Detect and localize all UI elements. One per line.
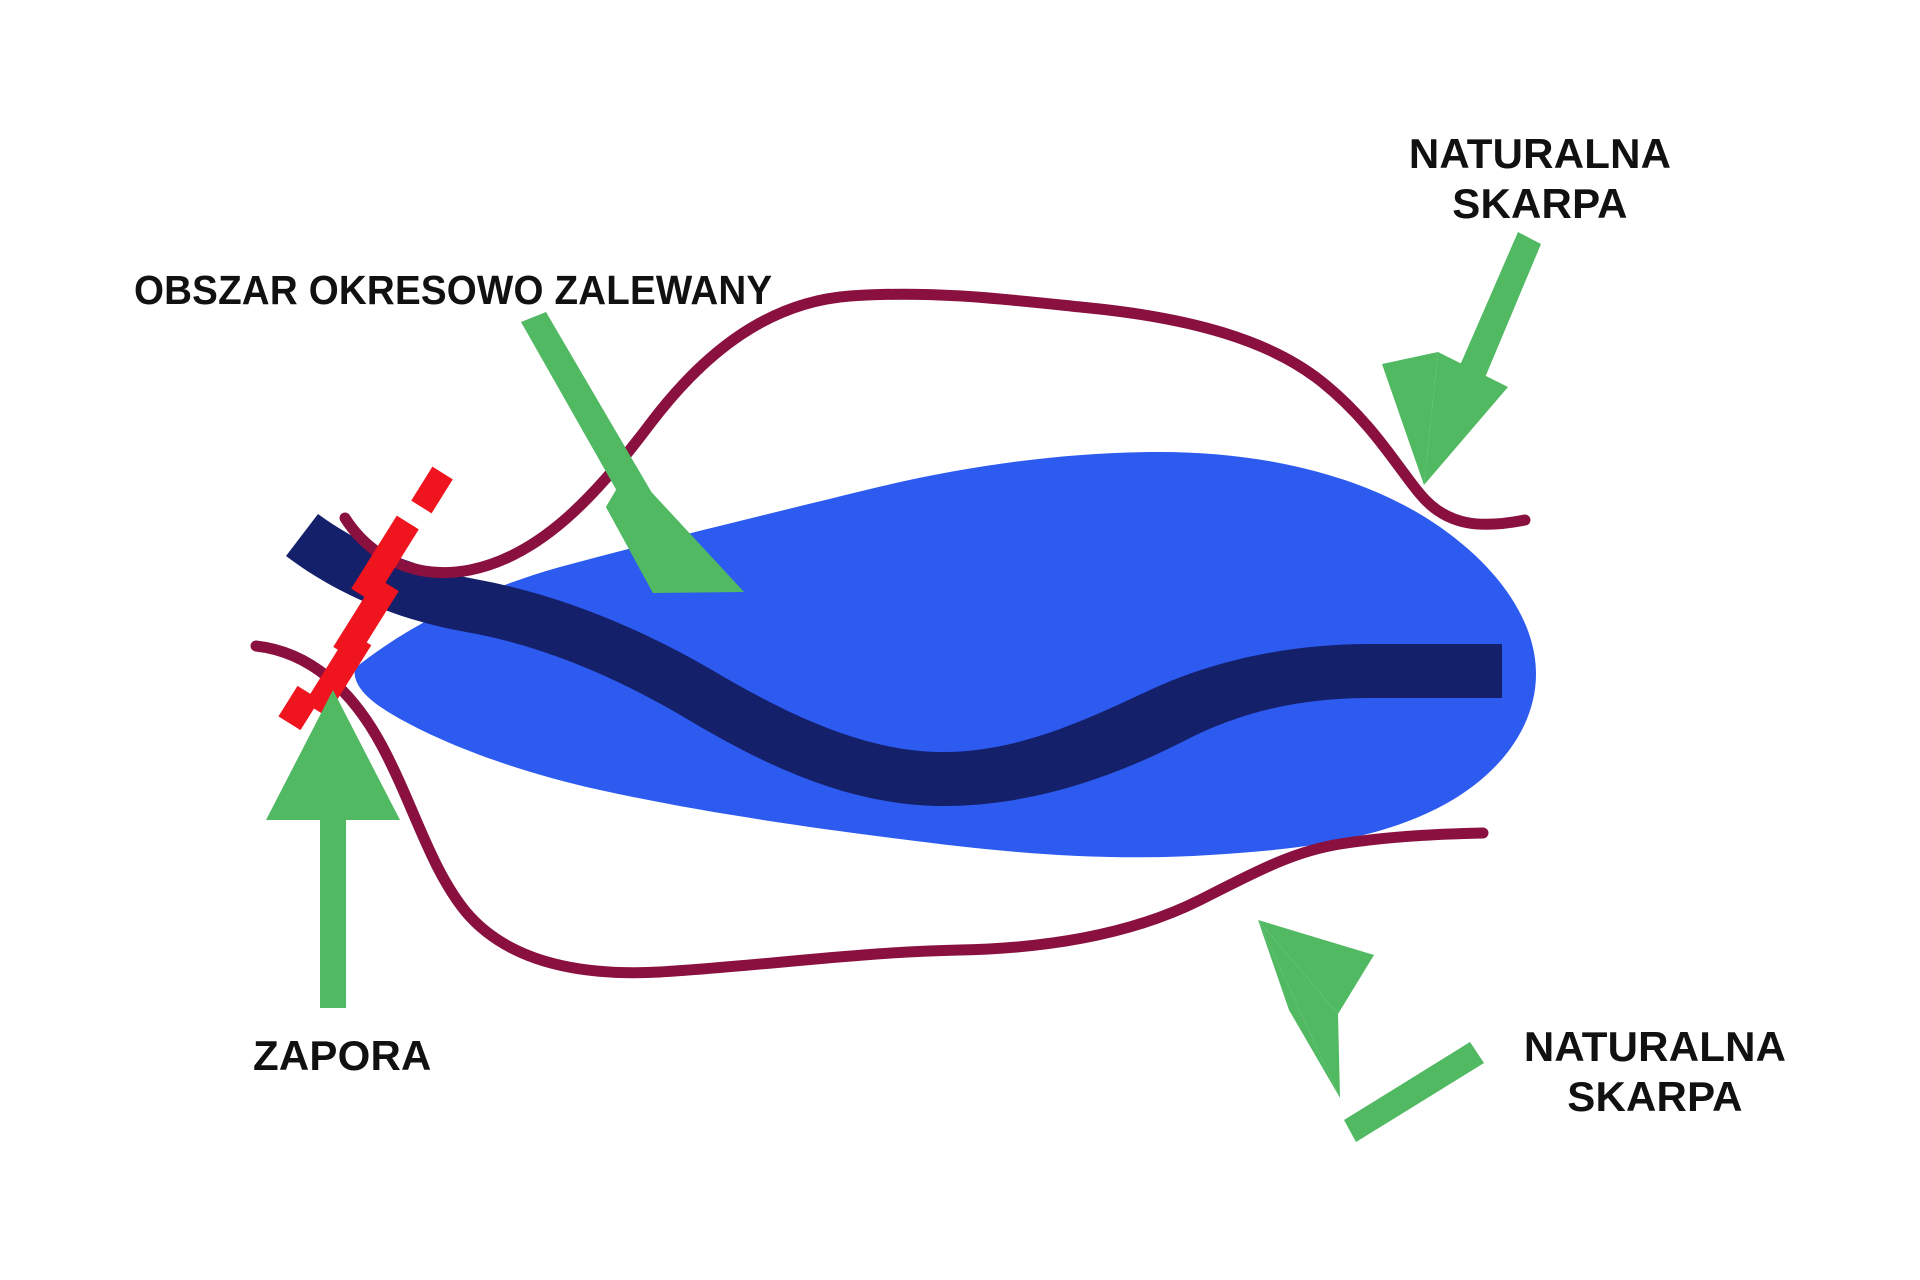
arrow-flood-area-head-fill	[629, 468, 744, 593]
arrow-dam	[266, 690, 400, 1008]
dam-dashed-line	[278, 466, 453, 731]
arrow-escarpment-bottom-head	[1258, 920, 1374, 1014]
label-obszar-okresowo-zalewany: OBSZAR OKRESOWO ZALEWANY	[134, 267, 773, 313]
label-naturalna-skarpa-top: NATURALNA SKARPA	[1408, 130, 1672, 227]
arrow-flood-area-head-barb	[606, 468, 653, 593]
arrow-escarpment-top-head	[1382, 352, 1438, 485]
dam-dash-1	[411, 466, 453, 514]
arrow-escarpment-top	[1382, 232, 1541, 485]
label-naturalna-skarpa-bottom: NATURALNA SKARPA	[1523, 1023, 1787, 1120]
arrow-escarpment-bottom	[1258, 920, 1484, 1142]
dam-dash-2	[351, 515, 419, 603]
river-shape	[286, 514, 1502, 806]
arrow-escarpment-bottom-shaft	[1344, 1042, 1484, 1142]
escarpment-lower-line	[250, 640, 1489, 979]
arrow-escarpment-top-head-2	[1424, 352, 1508, 485]
arrow-escarpment-bottom-head-3	[1258, 920, 1340, 1098]
arrow-escarpment-top-shaft	[1458, 232, 1541, 380]
arrow-dam-shaft	[320, 818, 346, 1008]
arrow-flood-area	[521, 312, 744, 593]
dam-dash-4	[304, 631, 372, 717]
arrow-dam-head	[266, 690, 400, 820]
escarpment-upper-line	[339, 288, 1531, 579]
label-zapora: ZAPORA	[253, 1032, 432, 1079]
dam-dash-5	[278, 685, 320, 731]
